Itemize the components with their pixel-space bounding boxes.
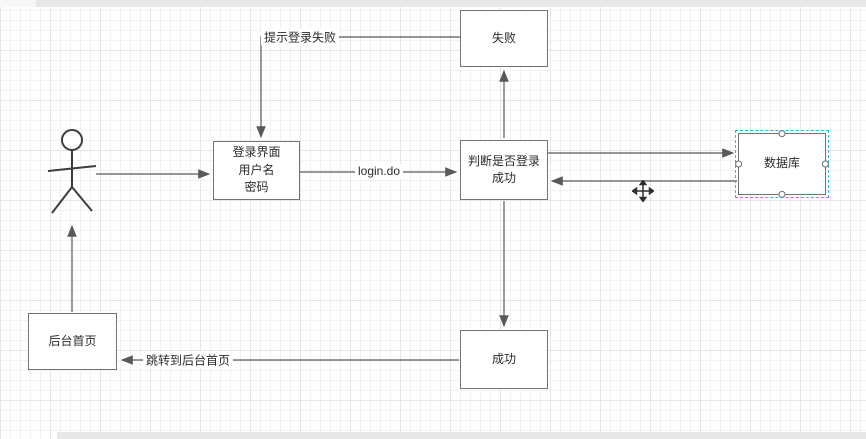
- node-fail[interactable]: 失败: [460, 10, 548, 67]
- node-login[interactable]: 登录界面 用户名 密码: [213, 141, 300, 200]
- node-success-label: 成功: [491, 351, 516, 366]
- node-fail-label: 失败: [491, 30, 516, 45]
- actor-icon[interactable]: [40, 126, 104, 222]
- node-database[interactable]: 数据库: [735, 130, 829, 198]
- node-home-label: 后台首页: [48, 333, 97, 348]
- top-chrome-strip: [0, 0, 866, 7]
- node-database-label: 数据库: [763, 156, 800, 171]
- node-judge[interactable]: 判断是否登录 成功: [460, 140, 548, 200]
- selection-handle-bottom[interactable]: [778, 190, 786, 198]
- node-success[interactable]: 成功: [460, 330, 548, 389]
- horizontal-scrollbar[interactable]: [57, 432, 866, 439]
- edge-label-prompt-fail[interactable]: 提示登录失败: [260, 28, 340, 46]
- edge-label-login-do[interactable]: login.do: [354, 164, 404, 178]
- node-login-label: 登录界面 用户名 密码: [232, 145, 281, 195]
- move-cursor-icon: [632, 180, 654, 202]
- selection-handle-top[interactable]: [778, 130, 786, 138]
- selection-handle-left[interactable]: [735, 160, 743, 168]
- top-chrome-gap: [0, 0, 36, 7]
- edge-label-jump-home[interactable]: 跳转到后台首页: [142, 351, 234, 369]
- selection-handle-right[interactable]: [821, 160, 829, 168]
- node-judge-label: 判断是否登录 成功: [467, 153, 540, 185]
- node-home[interactable]: 后台首页: [28, 313, 117, 370]
